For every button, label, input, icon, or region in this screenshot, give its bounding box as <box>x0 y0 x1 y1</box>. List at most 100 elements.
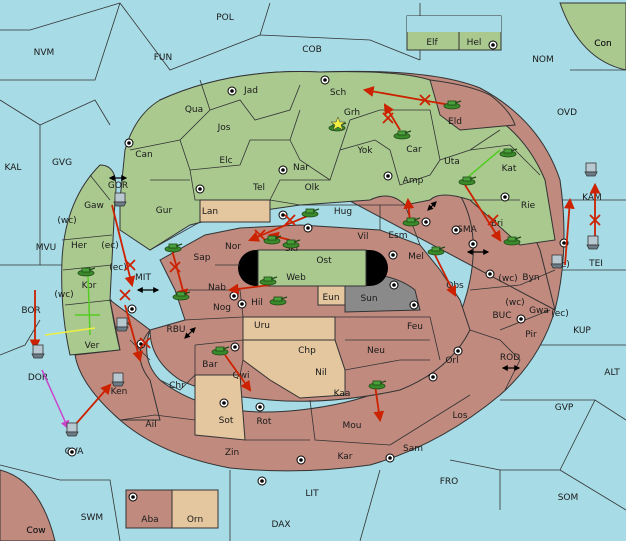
province-label-zin[interactable]: Zin <box>225 448 239 458</box>
province-label-nor[interactable]: Nor <box>225 242 241 252</box>
province-orn[interactable] <box>171 489 219 529</box>
sea-label-kup[interactable]: KUP <box>573 326 591 336</box>
province-label-amp[interactable]: Amp <box>403 176 424 186</box>
province-label-tel[interactable]: Tel <box>252 183 265 193</box>
province-label-yok[interactable]: Yok <box>356 146 373 156</box>
province-label-sch[interactable]: Sch <box>330 88 346 98</box>
army-unit-icon[interactable] <box>458 176 477 186</box>
fleet-unit-icon[interactable] <box>65 422 79 437</box>
province-label-lan[interactable]: Lan <box>202 207 218 217</box>
province-label-cow_land[interactable]: Cow <box>26 526 45 536</box>
sea-label-sma[interactable]: SMA <box>457 225 477 235</box>
province-label-chr[interactable]: Chr <box>169 381 185 391</box>
sea-label-buc[interactable]: BUC <box>492 311 511 321</box>
province-label-hug[interactable]: Hug <box>334 207 352 217</box>
province-label-gur[interactable]: Gur <box>156 206 173 216</box>
province-label-nog[interactable]: Nog <box>213 303 231 313</box>
sea-label-fun[interactable]: FUN <box>154 53 173 63</box>
sea-label-rod[interactable]: ROD <box>500 353 520 363</box>
army-unit-icon[interactable] <box>393 130 412 140</box>
fleet-unit-icon[interactable] <box>111 372 125 387</box>
province-label-sun[interactable]: Sun <box>360 294 377 304</box>
sea-label-mvu[interactable]: MVU <box>36 243 57 253</box>
province-label-jos[interactable]: Jos <box>217 123 231 133</box>
province-label-kar[interactable]: Kar <box>338 452 353 462</box>
province-label-elf[interactable]: Elf <box>426 38 438 48</box>
province-label-ail[interactable]: Ail <box>145 420 156 430</box>
sea-label-cow[interactable]: Cow <box>26 526 45 536</box>
province-label-con_land[interactable]: Con <box>594 39 612 49</box>
sea-label-pol[interactable]: POL <box>216 13 234 23</box>
province-label-vil[interactable]: Vil <box>358 232 369 242</box>
province-label-qua[interactable]: Qua <box>185 105 203 115</box>
province-label-mel[interactable]: Mel <box>408 252 424 262</box>
province-label-olk[interactable]: Olk <box>305 183 321 193</box>
province-label-esm[interactable]: Esm <box>388 231 407 241</box>
province-label-rot[interactable]: Rot <box>257 417 272 427</box>
sea-label-nom[interactable]: NOM <box>532 55 554 65</box>
province-label-sam[interactable]: Sam <box>403 444 423 454</box>
province-label-ken[interactable]: Ken <box>111 387 128 397</box>
province-label-nar[interactable]: Nar <box>293 163 309 173</box>
army-unit-icon[interactable] <box>259 276 278 286</box>
army-unit-icon[interactable] <box>368 380 387 390</box>
army-unit-icon[interactable] <box>499 148 518 158</box>
sea-label-rbu[interactable]: RBU <box>166 325 185 335</box>
sea-label-fro[interactable]: FRO <box>440 477 459 487</box>
army-unit-icon[interactable] <box>172 291 191 301</box>
province-label-eld[interactable]: Eld <box>448 117 462 127</box>
province-label-byn[interactable]: Byn <box>522 273 539 283</box>
province-label-neu[interactable]: Neu <box>367 346 385 356</box>
sea-label-dor[interactable]: DOR <box>28 373 48 383</box>
sea-label-mit[interactable]: MIT <box>135 273 151 283</box>
province-label-hil[interactable]: Hil <box>251 298 263 308</box>
province-label-feu[interactable]: Feu <box>407 322 423 332</box>
province-label-can[interactable]: Can <box>135 150 153 160</box>
sea-label-lit[interactable]: LIT <box>305 489 319 499</box>
province-label-web[interactable]: Web <box>286 273 306 283</box>
province-label-uru[interactable]: Uru <box>254 321 270 331</box>
province-label-skr[interactable]: Skr <box>285 244 300 254</box>
sea-label-som[interactable]: SOM <box>558 493 579 503</box>
province-label-elc[interactable]: Elc <box>219 156 232 166</box>
sea-label-alt[interactable]: ALT <box>604 368 620 378</box>
fleet-unit-icon[interactable] <box>586 235 600 250</box>
province-label-pir[interactable]: Pir <box>525 330 537 340</box>
army-unit-icon[interactable] <box>263 235 282 245</box>
province-label-sot[interactable]: Sot <box>219 416 234 426</box>
sea-label-kam[interactable]: KAM <box>582 193 602 203</box>
sea-label-kal[interactable]: KAL <box>5 163 22 173</box>
army-unit-icon[interactable] <box>164 243 183 253</box>
province-label-mou[interactable]: Mou <box>343 421 362 431</box>
province-label-kaa[interactable]: Kaa <box>334 389 351 399</box>
fleet-unit-icon[interactable] <box>550 254 564 269</box>
army-unit-icon[interactable] <box>443 100 462 110</box>
army-unit-icon[interactable] <box>427 246 446 256</box>
sea-label-gvp[interactable]: GVP <box>555 403 574 413</box>
sea-label-dax[interactable]: DAX <box>271 520 290 530</box>
army-unit-icon[interactable] <box>282 239 301 249</box>
province-label-jad[interactable]: Jad <box>243 86 258 96</box>
army-unit-icon[interactable] <box>77 267 96 277</box>
province-label-orn[interactable]: Orn <box>187 515 203 525</box>
army-unit-icon[interactable] <box>211 346 230 356</box>
province-sot[interactable] <box>194 374 246 441</box>
sea-label-ovd[interactable]: OVD <box>557 108 577 118</box>
province-label-kor[interactable]: Kor <box>82 281 97 291</box>
fleet-unit-icon[interactable] <box>113 192 127 207</box>
sea-label-swm[interactable]: SWM <box>81 513 103 523</box>
province-label-her[interactable]: Her <box>71 241 87 251</box>
province-label-hel[interactable]: Hel <box>467 38 482 48</box>
province-label-sap[interactable]: Sap <box>194 253 211 263</box>
province-label-eun[interactable]: Eun <box>322 293 339 303</box>
province-label-grh[interactable]: Grh <box>344 108 360 118</box>
fleet-unit-icon[interactable] <box>584 162 598 177</box>
province-label-car[interactable]: Car <box>406 145 422 155</box>
province-label-nab[interactable]: Nab <box>208 283 226 293</box>
fleet-unit-icon[interactable] <box>31 344 45 359</box>
sea-label-tei[interactable]: TEI <box>588 259 603 269</box>
province-label-chp[interactable]: Chp <box>298 346 316 356</box>
sea-label-gvg[interactable]: GVG <box>52 158 72 168</box>
province-label-ver[interactable]: Ver <box>85 341 100 351</box>
sea-label-gor[interactable]: GOR <box>108 181 128 191</box>
